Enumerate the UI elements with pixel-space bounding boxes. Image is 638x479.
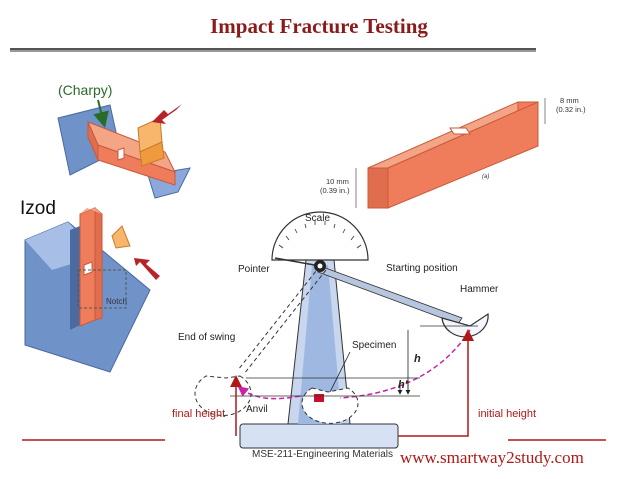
h-label: h [414,353,421,365]
figure-tag: (a) [482,174,489,180]
pendulum-apparatus: Scale Pointer Starting position Hammer E… [178,211,499,449]
charpy-illustration [57,99,191,199]
charpy-pointer-arrow [93,99,109,128]
width-in-label: (0.32 in.) [556,105,586,114]
title-divider [10,48,536,52]
width-mm-label: 8 mm [560,96,579,105]
end-of-swing-label: End of swing [178,332,235,343]
hammer-label: Hammer [460,284,499,295]
specimen-bar: 8 mm (0.32 in.) 10 mm (0.39 in.) (a) [320,96,586,209]
scale-label: Scale [305,213,330,224]
footer-course-label: MSE-211-Engineering Materials [252,449,393,460]
height-in-label: (0.39 in.) [320,186,350,195]
izod-label: Izod [20,198,56,219]
starting-position-label: Starting position [386,263,458,274]
izod-illustration: Notch [24,206,160,373]
final-height-label: final height [172,408,226,420]
specimen-label: Specimen [352,340,396,351]
h-prime-label: h' [398,379,408,391]
height-mm-label: 10 mm [326,177,349,186]
anvil-label: Anvil [246,404,268,415]
charpy-label: (Charpy) [58,82,113,98]
website-link[interactable]: www.smartway2study.com [400,448,584,467]
pointer-label: Pointer [238,264,270,275]
page-title: Impact Fracture Testing [210,14,428,38]
height-arrows [230,329,474,437]
initial-height-label: initial height [478,408,537,420]
notch-label: Notch [106,297,127,306]
